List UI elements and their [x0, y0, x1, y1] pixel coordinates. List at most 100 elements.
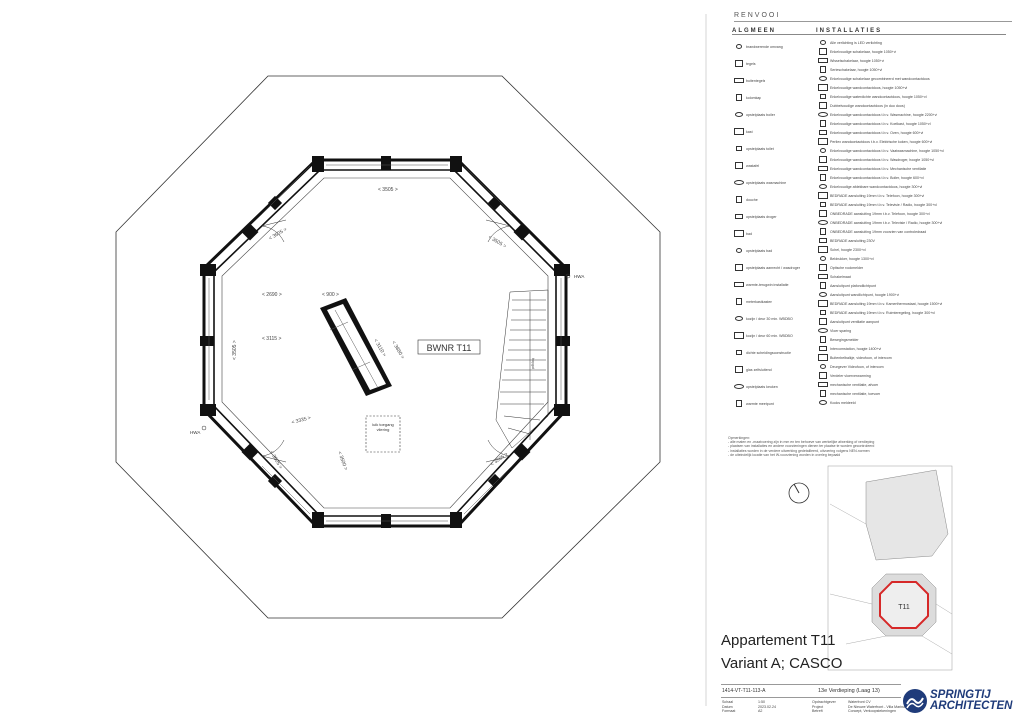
legend-installations-symbol-icon: [816, 336, 830, 343]
legend-general-item: opstelplaats wasmachine: [732, 174, 820, 191]
hwa-marker-left: [201, 425, 207, 431]
legend-installations-item: ONBEDRADE aansluiting 19mm voorzien van …: [816, 227, 1006, 236]
legend-installations-label: BEDRADE aansluiting 19mm t.b.v. Kamerthe…: [830, 301, 943, 306]
legend-installations-symbol-icon: [816, 192, 830, 199]
legend-installations-item: Enkelvoudige wandcontactdoos t.b.v. Wasd…: [816, 155, 1006, 164]
legend-installations-item: Schakelmaat: [816, 272, 1006, 281]
legend-general-label: wastafel: [746, 163, 760, 168]
legend-installations-label: Dubbelvoudige wandcontactdoos (in duo do…: [830, 103, 905, 108]
legend-installations-item: Serieschakelaar, hoogte 1050+vl: [816, 65, 1006, 74]
legend-installations-symbol-icon: [816, 166, 830, 171]
legend-general-label: buitentegels: [746, 78, 766, 83]
legend-general-label: glas zelfsluitend: [746, 367, 772, 372]
legend-installations-item: Dubbelvoudige wandcontactdoos (in duo do…: [816, 101, 1006, 110]
legend-installations-item: Aansluitpunt wandlichtpunt, hoogte 1900+…: [816, 290, 1006, 299]
window-glazing: [208, 164, 562, 522]
legend-installations-symbol-icon: [816, 282, 830, 289]
title-block-rule: [721, 684, 901, 685]
legend-general-symbol-icon: [732, 112, 746, 117]
legend-installations-label: Enkelvoudige wandcontactdoos t.b.v. Boil…: [830, 175, 924, 180]
legend-installations-symbol-icon: [816, 256, 830, 261]
legend-general-item: meterkastkasten: [732, 293, 820, 310]
legend-installations-label: Schakelmaat: [830, 274, 851, 279]
legend-installations-label: Enkelvoudige wandcontactdoos t.b.v. Wasd…: [830, 157, 934, 162]
legend-general-symbol-icon: [732, 400, 746, 407]
legend-general-label: bad: [746, 231, 752, 236]
legend-installations-label: Enkelvoudige waterdichte wandcontactdoos…: [830, 94, 927, 99]
legend-installations-symbol-icon: [816, 292, 830, 297]
legend-installations-item: Enkelvoudige afdekbare wandcontactdoos, …: [816, 182, 1006, 191]
legend-installations-symbol-icon: [816, 210, 830, 217]
legend-general-symbol-icon: [732, 162, 746, 169]
legend-installations-item: Wisselschakelaar, hoogte 1050+vl: [816, 56, 1006, 65]
legend-installations-symbol-icon: [816, 184, 830, 189]
hwa-label-right: HWA: [574, 274, 584, 279]
floor-plan: trapgat BWNR T11 luik toegang vliering H…: [115, 14, 707, 706]
legend-installations-symbol-icon: [816, 48, 830, 55]
outer-wall: [202, 158, 568, 528]
legend-general-label: kolomkap: [746, 95, 762, 100]
stair: [495, 289, 549, 449]
drawing-notes: Opmerkingen:- alle maten en -maatvoering…: [728, 436, 998, 457]
legend-installations-label: Deurgever Videofoon, of intercom: [830, 364, 884, 369]
legend-general-symbol-icon: [732, 384, 746, 389]
legend-installations-symbol-icon: [816, 40, 830, 45]
legend-installations-symbol-icon: [816, 120, 830, 127]
legend-installations-item: Enkelvoudige schakelaar gecombineerd met…: [816, 74, 1006, 83]
legend-installations-label: Buitenbelbalkje, videofoon, of intercom: [830, 355, 892, 360]
legend-general-item: opstelplaats aanrecht / wasdroger: [732, 259, 820, 276]
legend-installations-item: Aansluitpunt plafondlichtpunt: [816, 281, 1006, 290]
legend-installations-symbol-icon: [816, 274, 830, 279]
legend-general-symbol-icon: [732, 316, 746, 321]
unit-label-box: [417, 339, 481, 355]
legend-general-label: warmte-terugwin installatie: [746, 282, 789, 287]
legend-installations-label: Enkelvoudige wandcontactdoos t.b.v. Vaat…: [830, 148, 944, 153]
legend-installations-item: Verdeler vloerverwarming: [816, 371, 1006, 380]
legend-installations-label: Enkelvoudige wandcontactdoos t.b.v. Koel…: [830, 121, 931, 126]
legend-general-item: opstelplaats keuken: [732, 378, 820, 395]
legend-installations-label: Enkelvoudige schakelaar, hoogte 1050+vl: [830, 49, 897, 54]
legend-installations-label: Enkelvoudige wandcontactdoos t.b.v. Wasm…: [830, 112, 938, 117]
legend-general-symbol-icon: [732, 264, 746, 271]
legend-installations-label: Schel, hoogte 2300+vl: [830, 247, 866, 252]
note-line: - de uiteindelijk locatie van het W-voor…: [728, 452, 841, 457]
legend-general-symbol-icon: [732, 366, 746, 373]
legend-installations-item: BEDRADE aansluiting 19mm t.b.v. Televisi…: [816, 200, 1006, 209]
legend-general-symbol-icon: [732, 230, 746, 237]
stair-label: trapgat: [531, 358, 535, 369]
legend-installations-item: Buitenbelbalkje, videofoon, of intercom: [816, 353, 1006, 362]
legend-installations-symbol-icon: [816, 112, 830, 117]
legend-general-label: kozijn / deur 60 min. WBDBO: [746, 333, 793, 338]
legend-installations-label: Intercomstation, hoogte 1400+vl: [830, 346, 882, 351]
legend-installations-item: Enkelvoudige wandcontactdoos t.b.v. Oven…: [816, 128, 1006, 137]
dim-upper-right: < 3505 >: [487, 235, 507, 250]
legend-general-item: buitentegels: [732, 72, 820, 89]
dim-left-upper: < 2690 >: [262, 292, 282, 298]
legend-installations-item: Kooks meldeeld: [816, 398, 1006, 407]
legend-general-item: kast: [732, 123, 820, 140]
legend-general-symbol-icon: [732, 350, 746, 355]
legend-general-symbol-icon: [732, 44, 746, 49]
legend-installations-item: Alle verlichting is LED verlichting: [816, 38, 1006, 47]
legend-general-item: bad: [732, 225, 820, 242]
dim-left-mid: < 3115 >: [262, 336, 281, 342]
legend-installations-symbol-icon: [816, 390, 830, 397]
note-line: - plaatsen van installaties en andere vo…: [728, 444, 875, 449]
legend-installations-item: Vloer sparing: [816, 326, 1006, 335]
legend-installations-item: Intercomstation, hoogte 1400+vl: [816, 344, 1006, 353]
legend-installations-item: Aansluitpunt ventilatie aanpunt: [816, 317, 1006, 326]
legend-general-symbol-icon: [732, 78, 746, 83]
legend-general-symbol-icon: [732, 146, 746, 151]
legend-installations-symbol-icon: [816, 66, 830, 73]
legend-installations-label: Bewegingsmelder: [830, 337, 859, 342]
legend-installations-item: Schel, hoogte 2300+vl: [816, 245, 1006, 254]
legend-installations-symbol-icon: [816, 328, 830, 333]
legend-general-item: opstelplaats droger: [732, 208, 820, 225]
legend-general-item: opstelplaats bad: [732, 242, 820, 259]
title-block-rule-2: [721, 697, 901, 698]
legend-installations-label: Enkelvoudige wandcontactdoos t.b.v. Mech…: [830, 166, 927, 171]
